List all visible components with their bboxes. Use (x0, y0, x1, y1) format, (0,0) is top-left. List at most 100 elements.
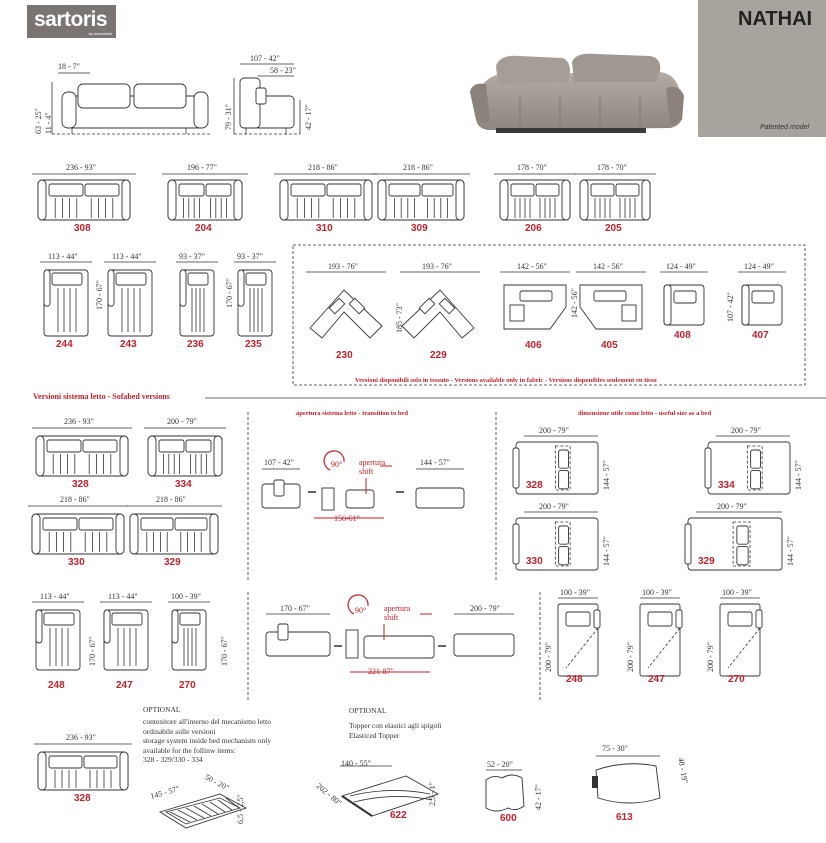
optional1-line: storage system inside bed mechanism only (143, 736, 272, 745)
back-cushion (115, 272, 147, 286)
armrest (237, 269, 245, 307)
transition-depth: 170 - 67" (280, 604, 310, 613)
front-view-drawing (51, 72, 210, 135)
transition-depth: 144 - 57" (420, 458, 450, 467)
bedsofa-width: 218 - 86" (60, 495, 90, 504)
single-bed-width: 100 - 39" (560, 588, 590, 597)
armrest (499, 179, 509, 221)
armrest (579, 179, 589, 221)
back-cushion (82, 439, 118, 453)
storage-grid (169, 811, 191, 823)
armrest (213, 435, 223, 477)
corner-depth: 142 - 56" (570, 288, 579, 318)
sofa-width: 236 - 93" (66, 163, 96, 172)
armrest (209, 513, 219, 555)
cushion (273, 479, 285, 497)
armrest (129, 513, 139, 555)
storage-grid (193, 805, 212, 817)
bedsofa-code: 334 (175, 479, 192, 490)
fabric-only-box (292, 244, 806, 386)
open-bed-plans (32, 435, 791, 677)
corner-sofa (401, 289, 475, 339)
back-cushion (42, 517, 78, 531)
single-bed-code: 270 (728, 674, 745, 685)
back-cushion (179, 612, 201, 626)
dim-total-h: 63 - 25" (34, 108, 43, 134)
fold (565, 627, 599, 669)
storage-inner (164, 797, 242, 825)
back-cushion (83, 755, 118, 769)
corner-depth: 107 - 42" (726, 292, 735, 322)
bed-code: 329 (698, 556, 715, 567)
dim-arm: 18 - 7" (58, 62, 80, 71)
armrest (741, 284, 750, 326)
single-width: 113 - 44" (40, 592, 70, 601)
topper-code: 622 (390, 810, 407, 821)
corner-code: 405 (601, 340, 618, 351)
bed-fold (746, 445, 763, 491)
opt-sofa-width: 236 - 93" (66, 733, 96, 742)
bed-depth: 144 - 57" (794, 460, 803, 490)
side-sofa (345, 489, 375, 509)
cushion-width: 52 - 20" (487, 760, 513, 769)
optional1-line: 328 - 329/330 - 334 (143, 755, 203, 764)
sofa-plans-row1 (32, 173, 656, 221)
bed-width: 200 - 79" (539, 426, 569, 435)
optional2-title: OPTIONAL (349, 706, 387, 715)
sofa-width: 196 - 77" (187, 163, 217, 172)
armrest (512, 447, 520, 489)
brand-sub: by maxdivani (88, 31, 112, 36)
armrest (512, 523, 520, 565)
chaise-code: 243 (120, 339, 137, 350)
bed-code: 334 (718, 480, 735, 491)
armrest (684, 523, 692, 565)
armrest (641, 179, 651, 221)
bedsofa-width: 200 - 79" (167, 417, 197, 426)
sofa-width: 218 - 86" (403, 163, 433, 172)
bedsofa-code: 330 (68, 557, 85, 568)
side-sofa (363, 635, 435, 659)
armrest (363, 179, 373, 221)
optional2-line: Topper con elastici agli spigoli (349, 721, 442, 730)
sofa-code: 309 (411, 223, 428, 234)
fabric-note: Versioni disponibili solo in tessuto - V… (355, 377, 657, 384)
armrest (377, 179, 387, 221)
pillow-width: 75 - 30" (602, 744, 628, 753)
transition-depth: 107 - 42" (264, 458, 294, 467)
product-header: NATHAI Patented model (698, 0, 826, 137)
corner-body (309, 289, 383, 339)
back-cushion (245, 272, 267, 286)
l-corner (503, 284, 567, 330)
sofa-outline (579, 179, 651, 221)
sofa-code: 204 (195, 223, 212, 234)
back-cushion (290, 183, 326, 197)
sofa-photo (470, 53, 684, 133)
sofabed-plans (28, 427, 226, 555)
back-cushion (48, 755, 83, 769)
bed-code: 328 (526, 480, 543, 491)
back-cushion (348, 297, 366, 315)
single-depth: 170 - 67" (220, 636, 229, 666)
armrest (43, 269, 51, 307)
single-bed-code: 248 (566, 674, 583, 685)
armrest (37, 751, 47, 791)
corner-plans (306, 271, 786, 339)
corner-code: 230 (336, 350, 353, 361)
back-cushion (78, 517, 114, 531)
chaise-width: 113 - 44" (48, 252, 78, 261)
armrest (509, 304, 525, 322)
sofa-outline (499, 179, 571, 221)
storage-height: 6,5 - 2,5" (236, 794, 245, 824)
sofa-width: 218 - 86" (308, 163, 338, 172)
back-cushion (187, 272, 209, 286)
bed-depth: 144 - 57" (602, 460, 611, 490)
back-cushion (111, 612, 143, 626)
chaise-depth: 170 - 67" (225, 278, 234, 308)
optional2-lines: Topper con elastici agli spigoli Elastic… (349, 721, 441, 740)
optional1-title: OPTIONAL (143, 705, 181, 714)
armrest (561, 179, 571, 221)
armrest (35, 435, 45, 477)
sofa-width: 178 - 70" (517, 163, 547, 172)
storage-grid (225, 797, 240, 809)
armrest (663, 284, 672, 326)
